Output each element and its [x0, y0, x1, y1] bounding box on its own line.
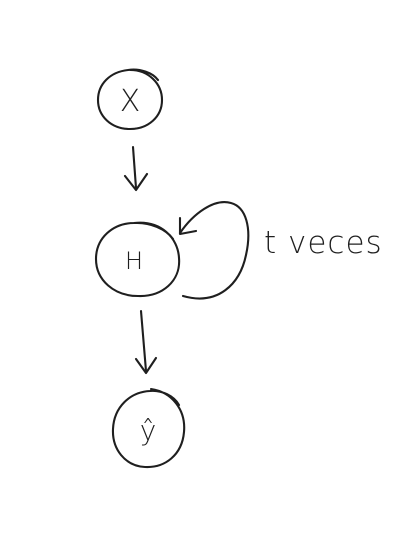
node-h-circle: [94, 221, 181, 298]
edge-h-loop-arrowhead: [178, 216, 198, 236]
node-yhat-label: ŷ: [140, 414, 157, 447]
node-h-label: H: [125, 247, 143, 275]
node-x-label: X: [120, 84, 141, 119]
node-yhat-circle: [111, 387, 186, 469]
node-x-circle: [96, 68, 164, 131]
edge-h-to-yhat-line: [139, 309, 148, 373]
edge-x-to-h-line: [131, 145, 138, 190]
edge-h-loop: t veces: [178, 201, 383, 300]
edge-h-loop-line: [178, 201, 250, 300]
node-yhat: ŷ: [111, 387, 186, 469]
edge-h-to-yhat: [134, 309, 158, 375]
edge-h-to-yhat-arrowhead: [134, 356, 158, 375]
edge-x-to-h-arrowhead: [123, 172, 149, 192]
node-x: X: [96, 68, 164, 131]
edge-x-to-h: [123, 145, 149, 192]
node-h: H: [94, 221, 181, 298]
edge-h-loop-label: t veces: [264, 225, 383, 261]
